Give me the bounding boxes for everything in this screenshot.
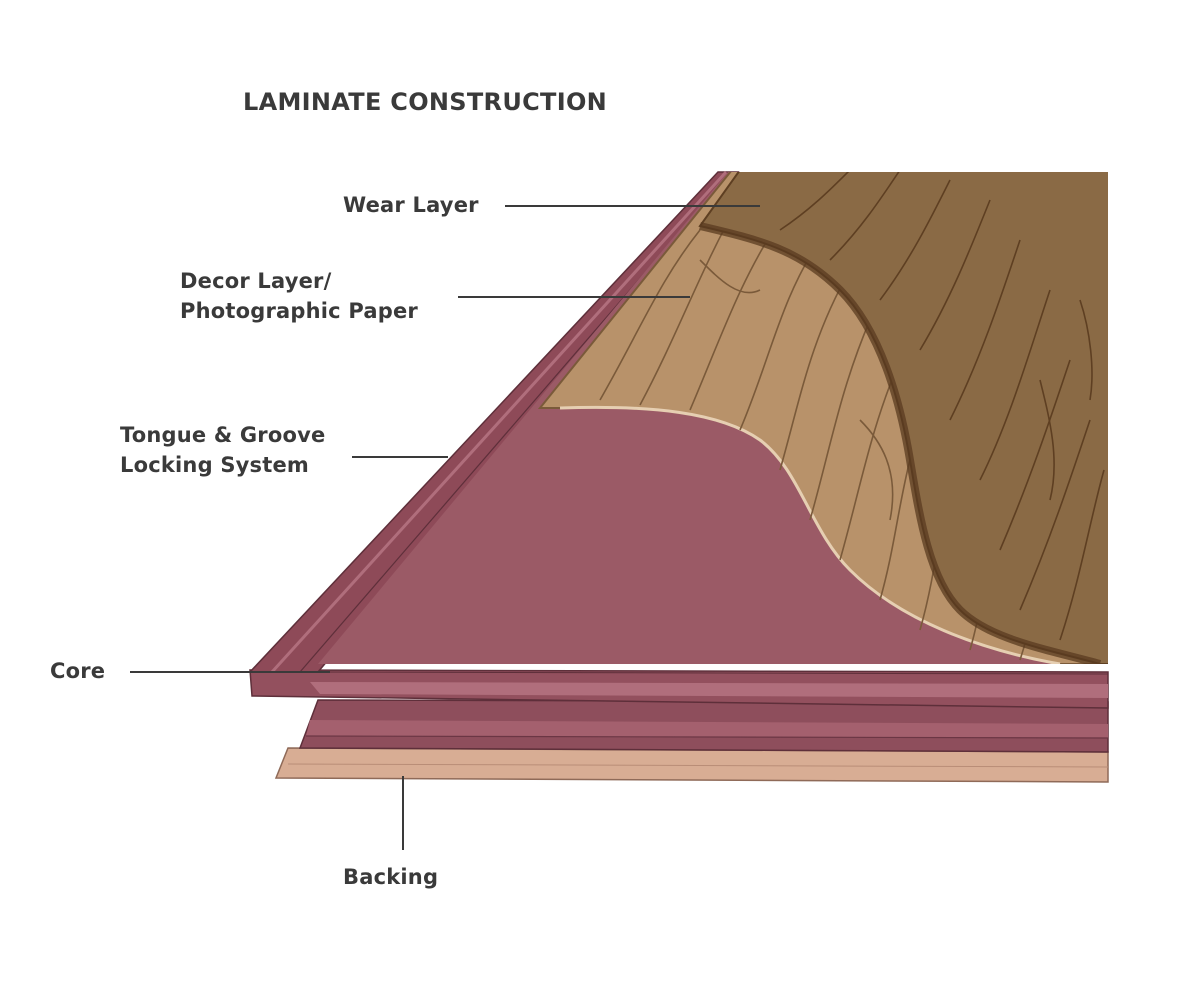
core-front-edge [249, 669, 1109, 709]
label-backing: Backing [343, 865, 439, 889]
wear-grain [779, 172, 1105, 641]
lower-core-layers [298, 699, 1109, 753]
backing-layer [274, 747, 1109, 783]
diagram-title: LAMINATE CONSTRUCTION [243, 88, 608, 116]
label-wear-layer: Wear Layer [343, 193, 479, 217]
label-core: Core [50, 659, 106, 683]
plank-face [318, 172, 1108, 664]
leader-lines [130, 205, 760, 850]
label-tongue-groove-line1: Tongue & Groove [120, 423, 326, 447]
label-tongue-groove-line2: Locking System [120, 453, 309, 477]
label-decor-layer-line2: Photographic Paper [180, 299, 418, 323]
label-decor-layer-line1: Decor Layer/ [180, 269, 332, 293]
